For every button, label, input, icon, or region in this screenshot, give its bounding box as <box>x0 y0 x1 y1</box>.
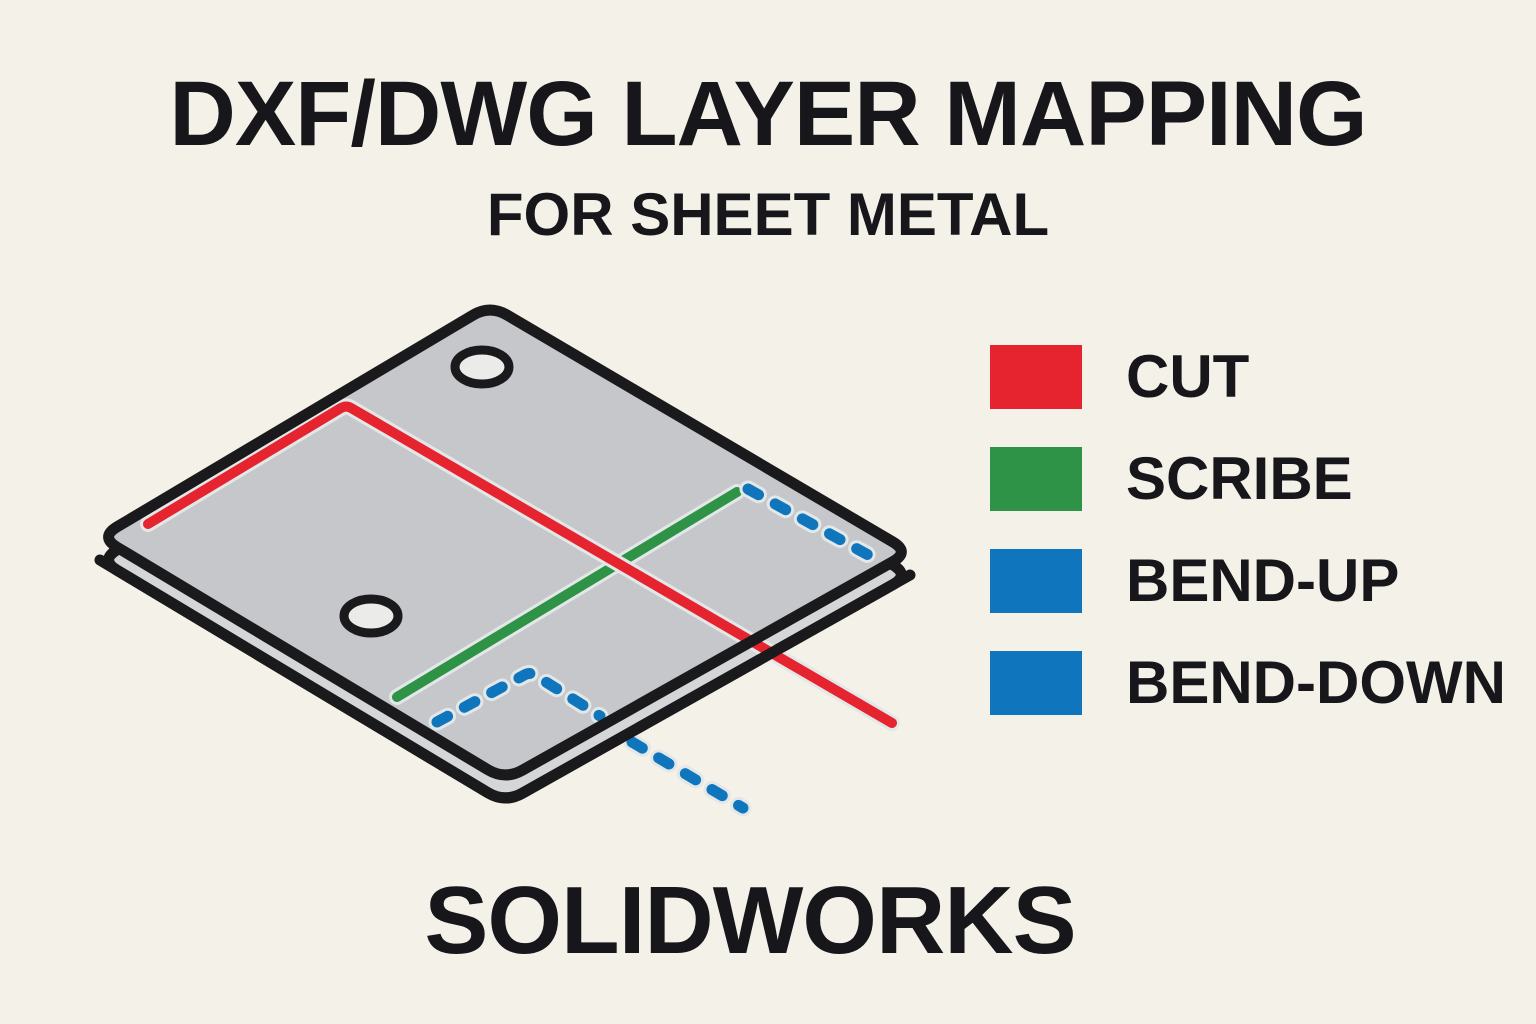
bend-up-color-swatch <box>990 549 1082 613</box>
bend-down-color-swatch <box>990 651 1082 715</box>
legend-row-scribe: SCRIBE <box>990 447 1506 511</box>
page-subtitle: FOR SHEET METAL <box>486 181 1050 248</box>
legend-row-bend-up: BEND-UP <box>990 549 1506 613</box>
solidworks-wordmark: SOLIDWORKS <box>424 867 1076 974</box>
page-title: DXF/DWG LAYER MAPPING <box>169 63 1367 165</box>
cut-label: CUT <box>1126 343 1250 410</box>
bend-up-label: BEND-UP <box>1126 547 1400 614</box>
scribe-label: SCRIBE <box>1126 445 1353 512</box>
legend-row-bend-down: BEND-DOWN <box>990 651 1506 715</box>
legend-row-cut: CUT <box>990 345 1506 409</box>
scribe-color-swatch <box>990 447 1082 511</box>
bend-down-label: BEND-DOWN <box>1126 649 1506 716</box>
cut-color-swatch <box>990 345 1082 409</box>
layer-legend: CUT SCRIBE BEND-UP BEND-DOWN <box>990 345 1506 753</box>
